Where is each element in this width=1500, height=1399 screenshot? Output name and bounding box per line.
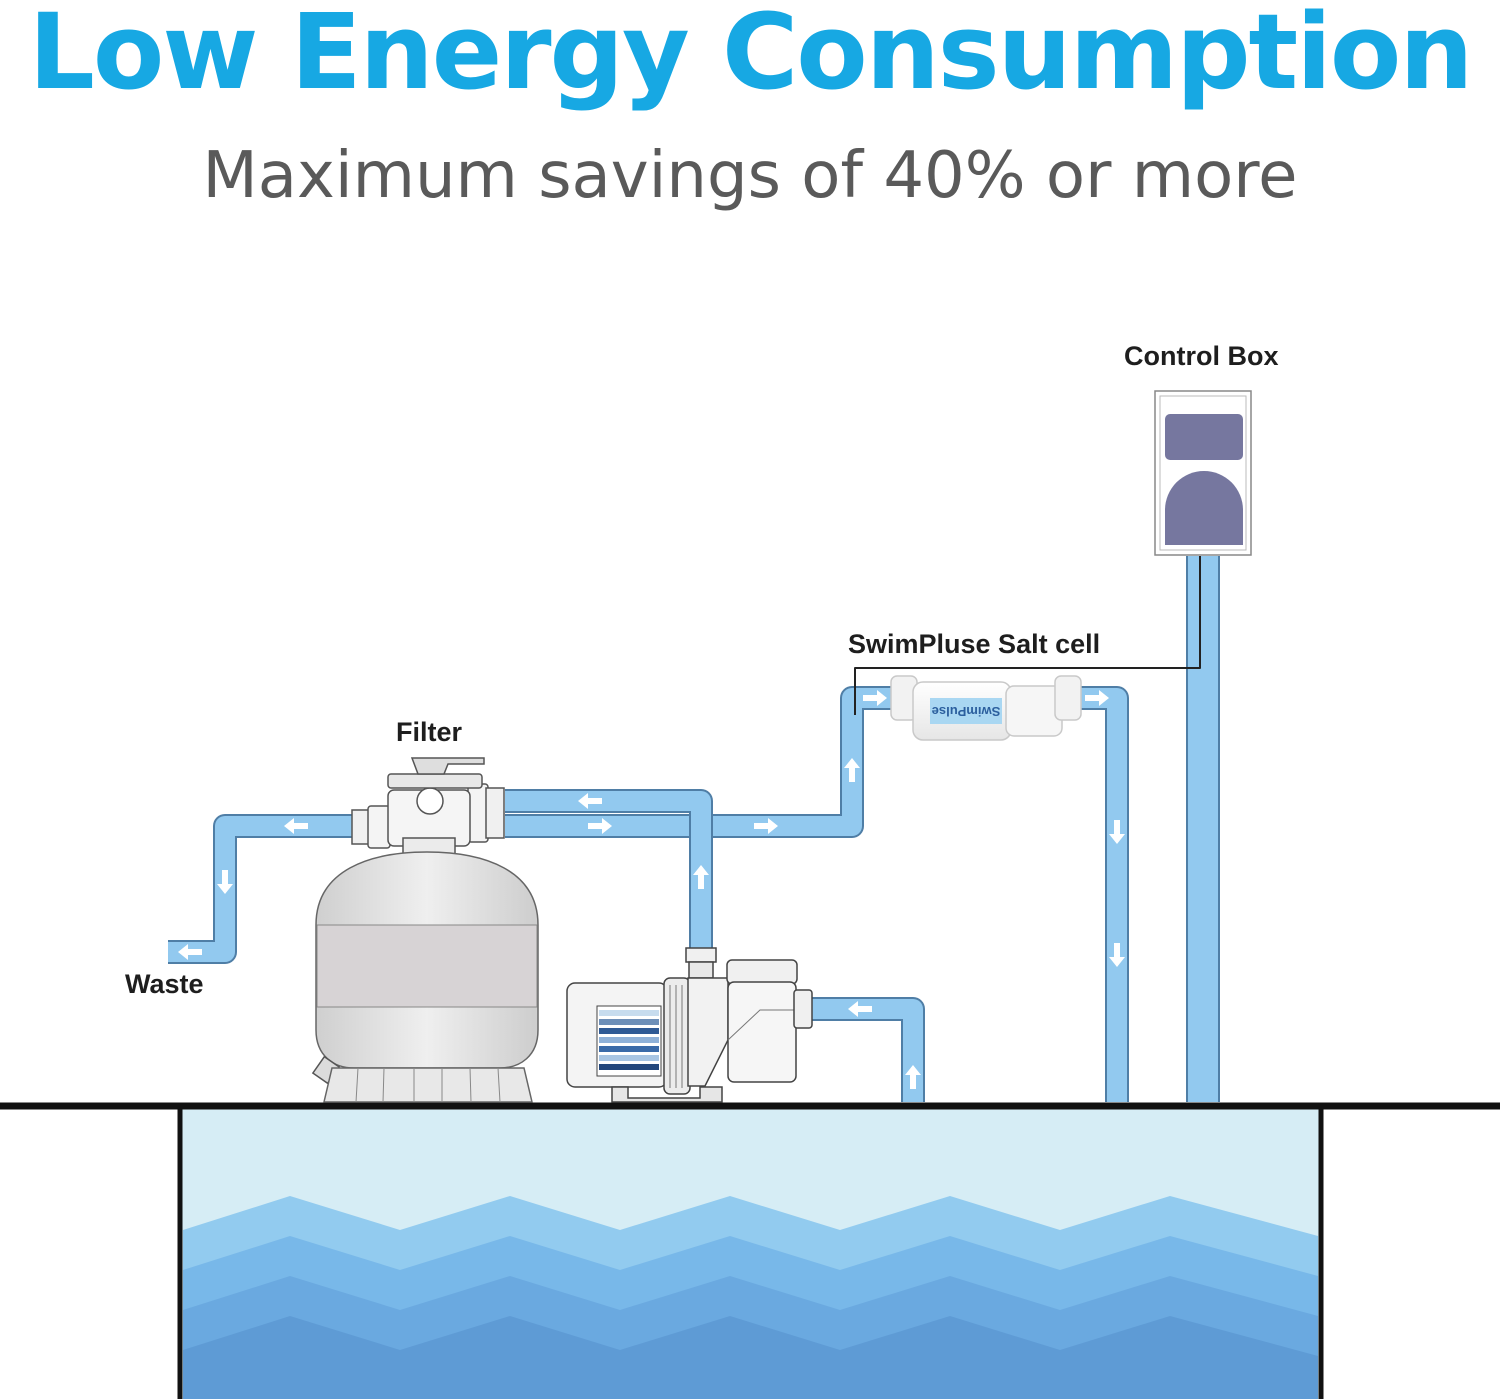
pool <box>0 1102 1500 1399</box>
salt-cell: SwimPulse <box>890 675 1082 741</box>
waste-label: Waste <box>125 969 204 999</box>
wave-4 <box>183 1316 1318 1399</box>
control-cable <box>854 556 1201 715</box>
control-box-label: Control Box <box>1124 341 1279 371</box>
control-display <box>1165 414 1243 460</box>
page-title: Low Energy Consumption <box>28 0 1474 113</box>
pump <box>566 947 813 1103</box>
page-subtitle: Maximum savings of 40% or more <box>202 139 1298 213</box>
pump-to-filter-pipe <box>505 789 713 950</box>
salt-cell-label: SwimPluse Salt cell <box>848 629 1101 659</box>
control-knob <box>1165 471 1243 545</box>
salt-cell-print: SwimPulse <box>932 704 1001 719</box>
suction-pipe <box>800 997 925 1102</box>
filter-label: Filter <box>396 717 463 747</box>
filter <box>311 757 539 1103</box>
return-pipe <box>1080 686 1129 1102</box>
control-box <box>1154 390 1252 556</box>
